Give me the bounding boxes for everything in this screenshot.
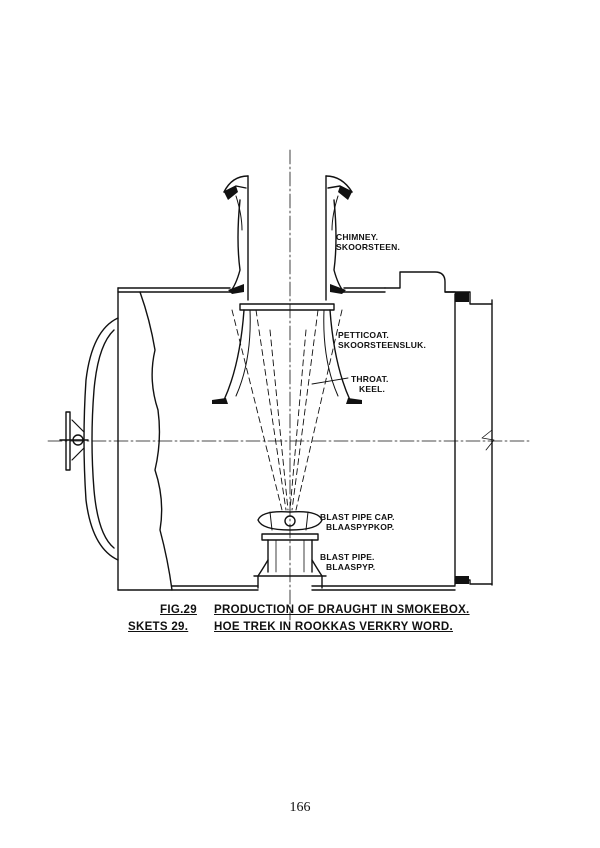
center-line [47,149,533,621]
blast-pipe [253,533,327,589]
label-blast-pipe-en: BLAST PIPE. [320,552,375,562]
flanges [212,186,469,584]
label-blast-cap-af: BLAASPYPKOP. [326,522,395,532]
petticoat-pipe [213,303,361,403]
label-throat-af: KEEL. [359,384,386,394]
label-blast-pipe: BLAST PIPE. BLAASPYP. [320,552,375,572]
blast-pipe-cap [257,510,323,531]
label-petticoat: PETTICOAT. SKOORSTEENSLUK. [338,330,426,350]
label-blast-cap-en: BLAST PIPE CAP. [320,512,395,522]
label-blast-pipe-cap: BLAST PIPE CAP. BLAASPYPKOP. [320,512,395,532]
label-blast-pipe-af: BLAASPYP. [326,562,376,572]
caption-fig-af: SKETS 29. [128,621,189,633]
label-petticoat-en: PETTICOAT. [338,330,389,340]
caption-fig-en: FIG.29 [160,604,197,616]
chimney [223,175,353,301]
caption-title-af: HOE TREK IN ROOKKAS VERKRY WORD. [214,621,453,633]
leader-lines [311,377,349,385]
page-number: 166 [289,800,311,815]
smokebox-shell [117,271,493,591]
smokebox-door [59,317,119,561]
steam-cone [231,309,343,511]
caption-title-en: PRODUCTION OF DRAUGHT IN SMOKEBOX. [214,604,470,616]
label-chimney-en: CHIMNEY. [336,232,379,242]
label-throat: THROAT. KEEL. [351,374,389,394]
label-chimney-af: SKOORSTEEN. [336,242,401,252]
label-chimney: CHIMNEY. SKOORSTEEN. [336,232,400,252]
label-throat-en: THROAT. [351,374,389,384]
label-petticoat-af: SKOORSTEENSLUK. [338,340,427,350]
